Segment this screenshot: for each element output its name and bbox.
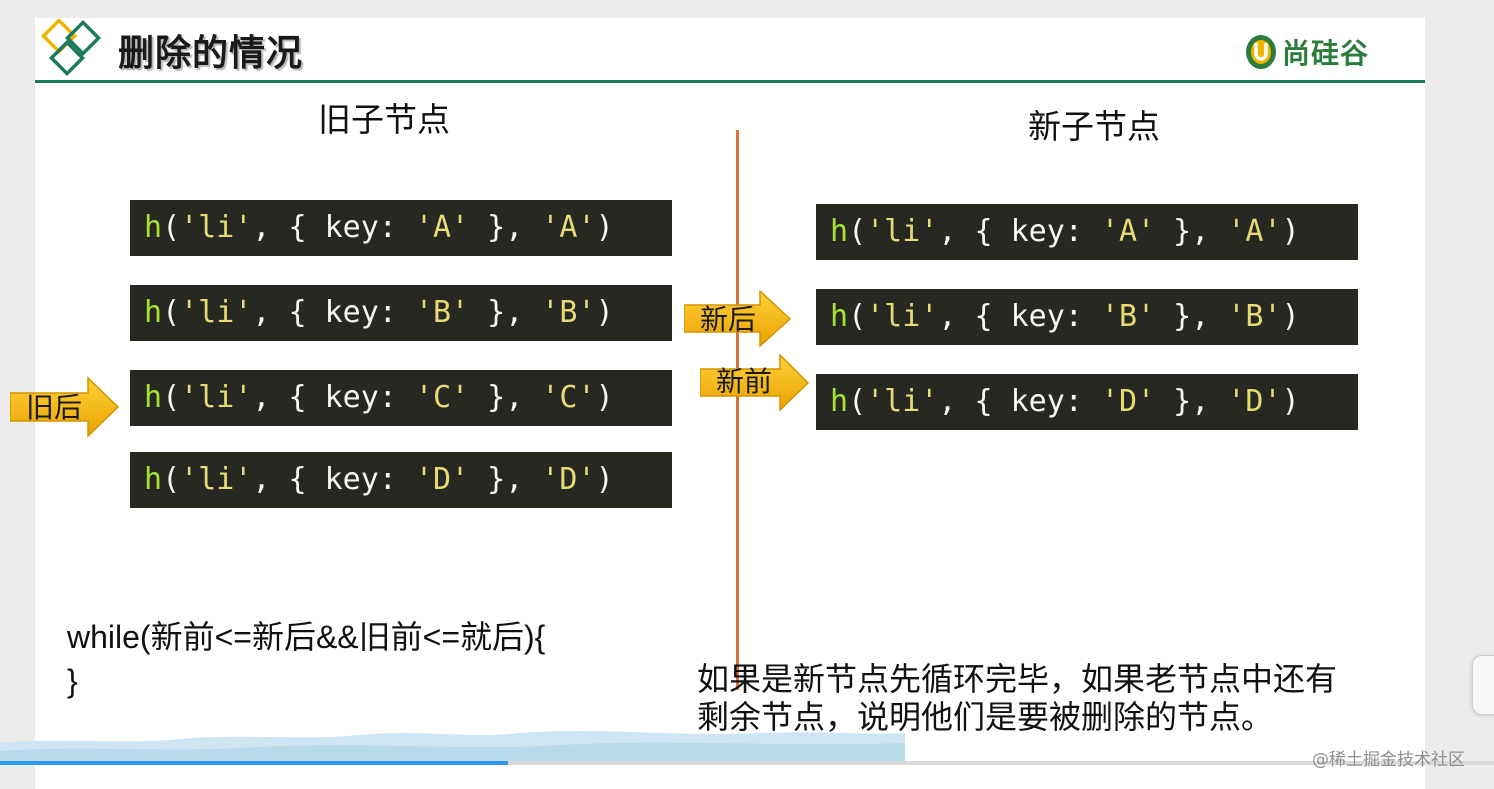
old-children-title: 旧子节点 bbox=[318, 100, 450, 139]
code-fn: h bbox=[830, 299, 849, 334]
code-tag: 'li' bbox=[180, 380, 253, 415]
new-children-title: 新子节点 bbox=[1028, 107, 1160, 146]
code-tag: 'li' bbox=[866, 384, 939, 419]
arrow-right-icon bbox=[10, 376, 120, 438]
code-child: 'D' bbox=[541, 462, 596, 497]
new-start-label: 新前 bbox=[716, 365, 773, 398]
code-fn: h bbox=[144, 462, 163, 497]
code-key: 'A' bbox=[1100, 214, 1156, 249]
while-line-1: while(新前<=新后&&旧前<=就后){ bbox=[67, 619, 546, 655]
new-end-pointer: 新后 bbox=[684, 290, 794, 348]
decorative-wave bbox=[0, 731, 905, 765]
header-divider bbox=[35, 80, 1425, 83]
slide-title: 删除的情况 bbox=[118, 33, 304, 74]
column-divider bbox=[736, 130, 739, 690]
while-line-2: } bbox=[67, 663, 78, 699]
code-child: 'B' bbox=[1227, 299, 1282, 334]
code-fn: h bbox=[830, 214, 849, 249]
old-node-c: h('li', { key: 'C' }, 'C') bbox=[130, 370, 672, 426]
side-panel-handle[interactable] bbox=[1472, 655, 1494, 715]
while-loop-snippet: while(新前<=新后&&旧前<=就后){ } bbox=[67, 615, 545, 703]
code-child: 'A' bbox=[1227, 214, 1282, 249]
old-end-pointer: 旧后 bbox=[10, 376, 120, 438]
new-start-pointer: 新前 bbox=[700, 354, 812, 412]
arrow-right-icon bbox=[684, 290, 792, 348]
code-tag: 'li' bbox=[866, 299, 939, 334]
code-child: 'D' bbox=[1227, 384, 1282, 419]
code-child: 'C' bbox=[541, 380, 596, 415]
code-child: 'B' bbox=[541, 295, 596, 330]
code-tag: 'li' bbox=[180, 295, 253, 330]
code-tag: 'li' bbox=[180, 210, 253, 245]
code-key: 'B' bbox=[414, 295, 470, 330]
old-node-a: h('li', { key: 'A' }, 'A') bbox=[130, 200, 672, 256]
new-end-label: 新后 bbox=[700, 303, 757, 336]
code-fn: h bbox=[144, 380, 163, 415]
old-end-label: 旧后 bbox=[26, 391, 83, 424]
brand-logo: 尚硅谷 bbox=[1244, 32, 1369, 72]
code-fn: h bbox=[830, 384, 849, 419]
old-node-d: h('li', { key: 'D' }, 'D') bbox=[130, 452, 672, 508]
code-child: 'A' bbox=[541, 210, 596, 245]
video-progress-bar[interactable] bbox=[0, 761, 1494, 765]
explanation-text: 如果是新节点先循环完毕，如果老节点中还有剩余节点，说明他们是要被删除的节点。 bbox=[697, 660, 1338, 736]
code-tag: 'li' bbox=[866, 214, 939, 249]
code-key: 'B' bbox=[1100, 299, 1156, 334]
code-fn: h bbox=[144, 210, 163, 245]
code-key: 'D' bbox=[414, 462, 470, 497]
u-logo-icon bbox=[1246, 35, 1276, 69]
new-node-a: h('li', { key: 'A' }, 'A') bbox=[816, 204, 1358, 260]
video-progress-fill bbox=[0, 761, 508, 765]
code-fn: h bbox=[144, 295, 163, 330]
code-key: 'D' bbox=[1100, 384, 1156, 419]
watermark: @稀土掘金技术社区 bbox=[1312, 750, 1465, 770]
old-node-b: h('li', { key: 'B' }, 'B') bbox=[130, 285, 672, 341]
new-node-b: h('li', { key: 'B' }, 'B') bbox=[816, 289, 1358, 345]
code-tag: 'li' bbox=[180, 462, 253, 497]
diamond-logo-icon bbox=[40, 17, 108, 81]
brand-name: 尚硅谷 bbox=[1282, 37, 1370, 70]
code-key: 'A' bbox=[414, 210, 470, 245]
arrow-right-icon bbox=[700, 354, 810, 412]
code-key: 'C' bbox=[414, 380, 470, 415]
new-node-d: h('li', { key: 'D' }, 'D') bbox=[816, 374, 1358, 430]
